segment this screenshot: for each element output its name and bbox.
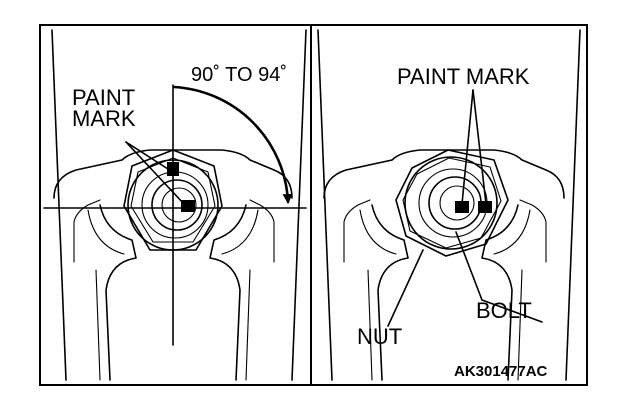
left-lower-line-left [95,269,101,381]
right-bracket-left [371,204,409,381]
angle-range-label: 90˚ TO 94˚ [191,64,287,86]
left-lower-line-right [245,269,251,381]
left-paint-mark-nut [167,162,179,176]
right-bracket-inner-left [359,209,397,255]
left-paint-mark-bolt [181,200,195,212]
right-paint-mark-bolt [478,201,492,213]
right-nut-hexagon [395,149,509,257]
right-bracket-right [481,204,519,381]
right-outer-rail-right [565,29,581,381]
bolt-label: BOLT [476,298,532,323]
bolt-leader-line [455,231,543,323]
figure-frame [39,24,588,386]
right-lower-line-left [367,269,373,381]
left-bolt-center [161,187,197,223]
left-paint-mark-leader-2 [125,141,185,205]
right-housing-outline [323,149,565,199]
left-outer-rail-right [291,29,307,381]
right-washer-ring [404,156,498,250]
right-housing-inner-outline [343,199,371,263]
paint-mark-label-left-line2: MARK [72,106,136,131]
right-bolt-center [439,185,475,221]
left-bolt-head [151,179,203,231]
right-paint-mark-leader-1 [461,89,474,205]
left-bracket-inner-left [87,209,125,255]
right-lower-line-right [517,269,523,381]
paint-mark-label-right: PAINT MARK [397,64,530,89]
figure-code: AK301477AC [454,363,548,380]
left-housing-outline [53,149,293,199]
left-bracket-left [99,204,137,381]
paint-mark-label-left-line1: PAINT [72,85,135,110]
right-housing-inner-outline-right [519,199,547,263]
right-paint-mark-leader-2 [472,89,487,205]
nut-leader-line [387,249,424,327]
left-housing-inner-outline [73,199,101,263]
left-paint-mark-leader-1 [125,141,169,170]
rotation-angle-arrow [172,85,293,204]
left-housing-inner-outline-right [249,199,275,263]
left-bracket-right [209,204,247,381]
right-outer-rail-left [317,29,333,381]
nut-label: NUT [357,324,402,349]
left-bracket-inner-right [221,209,259,255]
right-panel: PAINT MARK BOLT NUT [317,29,581,381]
left-outer-rail-left [51,29,67,381]
right-bracket-inner-right [493,209,531,255]
right-paint-mark-nut [455,201,469,213]
left-panel: PAINT MARK 90˚ TO 94˚ [43,29,307,381]
